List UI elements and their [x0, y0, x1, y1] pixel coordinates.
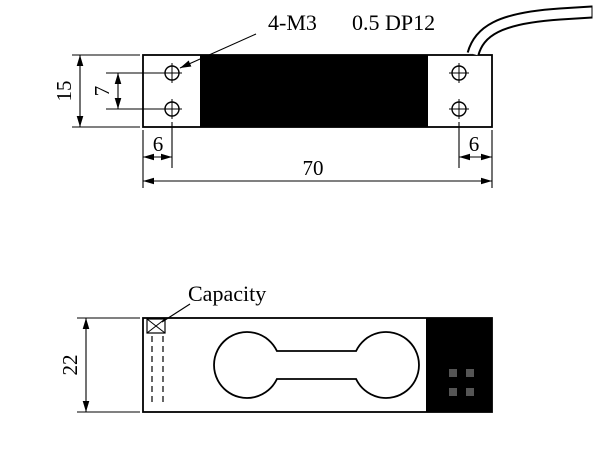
dim-15-label: 15	[52, 81, 76, 102]
cable	[466, 5, 593, 57]
dim-6-left-label: 6	[153, 132, 164, 156]
dim-hole-spacing-7: 7	[90, 72, 162, 110]
capacity-leader-line	[161, 303, 191, 323]
dim-7-label: 7	[90, 86, 114, 97]
dim-70-label: 70	[303, 156, 324, 180]
top-black-section	[200, 55, 428, 127]
side-view-body	[142, 317, 493, 413]
side-black-section	[426, 318, 492, 412]
callout-leader-line	[179, 33, 257, 69]
capacity-callout: Capacity	[146, 281, 266, 334]
side-view: Capacity 22	[58, 281, 493, 413]
dim-height-15: 15	[52, 54, 140, 128]
dim-length-70: 70	[143, 130, 493, 188]
connector-pad	[449, 369, 457, 377]
mounting-hole	[449, 63, 469, 83]
connector-pad	[466, 388, 474, 396]
top-view: 4-M3 0.5 DP12 15 7 6 70	[52, 5, 593, 188]
dim-height-22: 22	[58, 317, 140, 413]
thread-callout: 4-M3 0.5 DP12	[179, 10, 435, 69]
mounting-hole	[162, 99, 182, 119]
connector-pad	[449, 388, 457, 396]
mounting-hole	[162, 63, 182, 83]
connector-pad	[466, 369, 474, 377]
capacity-label: Capacity	[188, 281, 266, 306]
dim-right-6: 6	[458, 122, 492, 168]
top-view-body	[142, 54, 493, 128]
flexure-cutout	[213, 331, 420, 399]
callout-thread-label: 4-M3	[268, 10, 317, 35]
callout-depth-label: 0.5 DP12	[352, 10, 435, 35]
mounting-holes	[162, 63, 469, 119]
dim-left-6: 6	[142, 122, 173, 188]
dim-22-label: 22	[58, 355, 82, 376]
mounting-hole	[449, 99, 469, 119]
dim-6-right-label: 6	[469, 132, 480, 156]
cable-inner	[468, 7, 593, 56]
